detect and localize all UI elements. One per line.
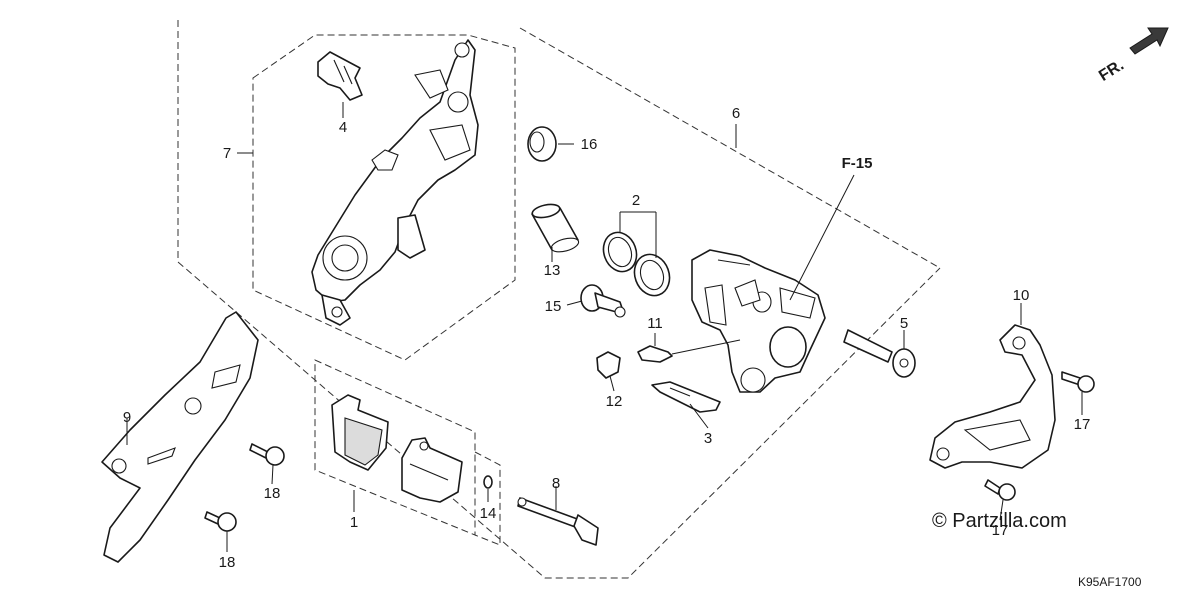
assembly-boundaries bbox=[177, 20, 941, 579]
watermark-text: © Partzilla.com bbox=[932, 510, 1067, 532]
part-clip bbox=[483, 475, 493, 489]
part-slide-pin bbox=[843, 329, 916, 378]
front-direction-label: FR. bbox=[1096, 57, 1127, 85]
callout-14: 14 bbox=[480, 505, 497, 522]
front-arrow-icon bbox=[1129, 27, 1169, 55]
callout-2: 2 bbox=[632, 192, 640, 209]
callout-1: 1 bbox=[350, 514, 358, 531]
diagram-code: K95AF1700 bbox=[1078, 575, 1142, 589]
callout-6: 6 bbox=[732, 105, 740, 122]
callout-f15: F-15 bbox=[842, 155, 873, 172]
part-brake-pads bbox=[331, 394, 463, 503]
part-piston bbox=[531, 203, 580, 253]
part-bleeder-cap bbox=[596, 351, 621, 379]
part-bolt-17-upper bbox=[1061, 371, 1095, 393]
callout-3: 3 bbox=[704, 430, 712, 447]
callout-10: 10 bbox=[1013, 287, 1030, 304]
callout-17-lower: 17 bbox=[992, 522, 1009, 539]
part-disc-guard bbox=[101, 311, 259, 563]
callout-15: 15 bbox=[545, 298, 562, 315]
part-caliper-bracket bbox=[311, 39, 479, 326]
part-bleeder bbox=[637, 345, 673, 363]
part-pad-retainer bbox=[651, 381, 721, 413]
part-boot bbox=[527, 126, 557, 162]
leader-lines bbox=[126, 102, 1083, 552]
part-bolt-17-lower bbox=[984, 479, 1016, 501]
callout-16: 16 bbox=[581, 136, 598, 153]
part-caliper-guard bbox=[929, 324, 1056, 469]
callout-18-lower: 18 bbox=[219, 554, 236, 571]
callout-13: 13 bbox=[544, 262, 561, 279]
callout-17-upper: 17 bbox=[1074, 416, 1091, 433]
callout-11: 11 bbox=[647, 315, 663, 332]
part-piston-seals bbox=[602, 231, 671, 297]
callout-5: 5 bbox=[900, 315, 908, 332]
front-direction-indicator: FR. bbox=[1096, 27, 1169, 85]
part-pad-pin bbox=[517, 497, 599, 546]
part-pad-spring bbox=[317, 51, 363, 101]
part-bolt-18-lower bbox=[204, 511, 237, 532]
callout-7: 7 bbox=[223, 145, 231, 162]
part-pin-bolt bbox=[580, 284, 626, 318]
callout-18-upper: 18 bbox=[264, 485, 281, 502]
part-bolt-18-upper bbox=[249, 443, 285, 466]
callout-labels: 7 4 16 6 F-15 2 13 15 11 12 3 5 10 17 17… bbox=[123, 105, 1091, 571]
callout-9: 9 bbox=[123, 409, 131, 426]
part-caliper-body bbox=[691, 249, 826, 393]
callout-8: 8 bbox=[552, 475, 560, 492]
callout-12: 12 bbox=[606, 393, 623, 410]
callout-4: 4 bbox=[339, 119, 347, 136]
